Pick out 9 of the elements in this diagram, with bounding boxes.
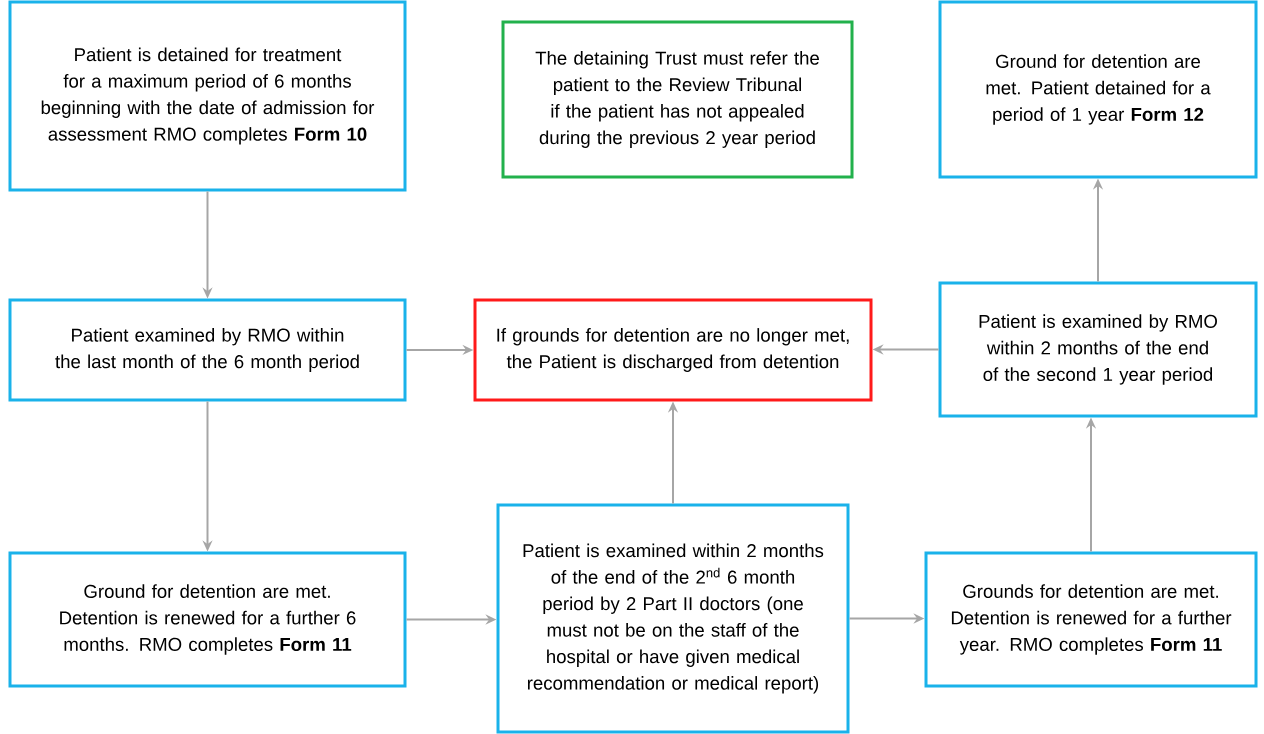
process-box: Patient is detained for treatment for a maximum period of 6 months beginning with the date of admission for assessment RMO completes Form 10: [8, 0, 407, 192]
process-box: Grounds for detention are met. Detention is renewed for a further year. RMO completes Form 11: [924, 551, 1258, 688]
note-box: The detaining Trust must refer the patient to the Review Tribunal if the patient has not appealed during the previous 2 year period: [501, 20, 854, 179]
process-box: Ground for detention are met. Detention is renewed for a further 6 months. RMO completes Form 11: [8, 551, 407, 688]
process-box: Patient is examined within 2 months of the end of the 2$^{nd}$ 6 month period by 2 Part II doctors (one must not be on the staff of the hospital or have given medical recommendation or medical report): [496, 503, 850, 734]
outcome-box: If grounds for detention are no longer met, the Patient is discharged from detention: [473, 298, 873, 402]
process-box: Ground for detention are met. Patient detained for a period of 1 year Form 12: [938, 0, 1258, 179]
process-box: Patient is examined by RMO within 2 months of the end of the second 1 year period: [938, 281, 1258, 418]
process-box: Patient examined by RMO within the last month of the 6 month period: [8, 298, 407, 402]
